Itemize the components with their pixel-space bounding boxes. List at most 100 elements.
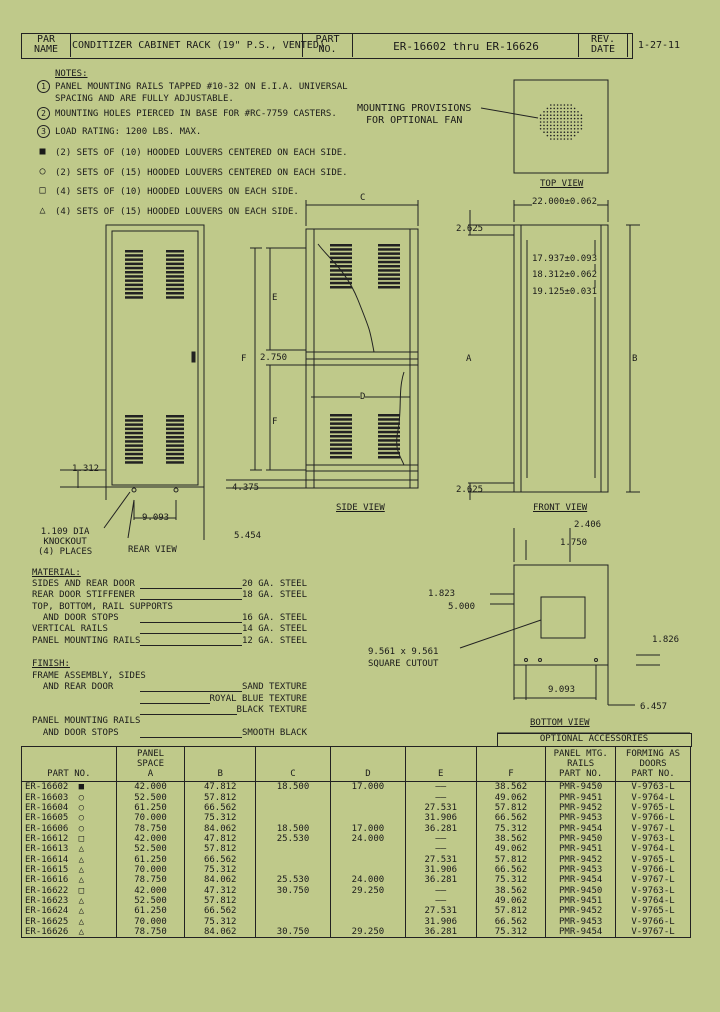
front-view-dim-3: 19.125±0.031 — [532, 287, 598, 297]
table-cell — [255, 895, 331, 907]
louver-slot — [166, 292, 184, 295]
leader-line — [140, 599, 243, 601]
louver-slot — [330, 265, 352, 268]
louver-slot — [166, 431, 184, 435]
table-cell: PMR-9450 — [545, 885, 617, 896]
spec-value: 18 GA. STEEL — [241, 590, 307, 601]
part-no: ER-16625 — [25, 916, 69, 927]
table-cell: 42.000 — [115, 833, 186, 845]
table-cell: —— — [404, 844, 477, 855]
top-view-width-dim: 22.000±0.062 — [532, 197, 598, 207]
louver-slot — [125, 423, 143, 426]
louver-slot — [166, 250, 184, 253]
fan-hole — [553, 124, 555, 127]
fan-hole — [546, 124, 549, 127]
table-cell: 66.562 — [475, 916, 547, 927]
fan-hole — [577, 114, 579, 116]
bottom-view-outline — [513, 564, 609, 666]
table-cell: 75.312 — [184, 916, 257, 927]
square-cutout — [540, 596, 586, 639]
louver-slot — [378, 269, 400, 272]
side-view-letter-e: E — [272, 293, 278, 303]
fan-hole — [556, 114, 559, 116]
table-cell: 61.250 — [115, 802, 186, 814]
table-cell-part-no: ER-16605○ — [21, 813, 117, 824]
fan-hole — [553, 111, 555, 113]
fan-hole — [580, 121, 583, 123]
table-cell — [329, 906, 406, 917]
table-cell: PMR-9451 — [545, 844, 617, 855]
fan-hole — [560, 128, 562, 130]
front-view-letter-b: B — [632, 354, 638, 364]
table-cell — [329, 844, 406, 855]
louver-slot — [378, 286, 400, 289]
table-cell — [329, 792, 406, 803]
fan-hole — [573, 121, 576, 123]
leader-line — [140, 736, 243, 738]
table-cell: V-9765-L — [615, 854, 691, 865]
side-view-letter-f1: F — [241, 354, 247, 364]
fan-hole — [550, 138, 552, 140]
louver-slot — [125, 427, 143, 431]
table-cell — [255, 854, 331, 865]
louver-slot — [378, 435, 400, 438]
louver-slot — [378, 451, 400, 455]
note-text: (4) SETS OF (15) HOODED LOUVERS ON EACH … — [55, 207, 299, 217]
part-no: ER-16614 — [25, 854, 69, 865]
louver-slot — [125, 448, 143, 452]
table-cell: PMR-9452 — [545, 906, 617, 917]
louver-slot — [378, 260, 400, 264]
bottom-dim-5000: 5.000 — [448, 602, 476, 612]
fan-hole — [577, 124, 579, 127]
louver-slot — [330, 456, 352, 459]
louver-slot — [125, 275, 143, 278]
fan-hole — [560, 138, 562, 140]
louver-slot — [166, 271, 184, 274]
fan-hole — [563, 104, 566, 106]
fan-hole — [560, 117, 562, 120]
louver-slot — [330, 273, 352, 276]
fan-hole — [580, 128, 583, 130]
bottom-dim-1826: 1.826 — [652, 635, 680, 645]
fan-hole — [577, 128, 579, 130]
table-cell: 78.750 — [115, 823, 186, 834]
fan-hole — [550, 114, 552, 116]
table-cell: 84.062 — [184, 875, 257, 886]
fan-hole — [550, 134, 552, 137]
table-cell: 70.000 — [115, 916, 186, 927]
table-cell-part-no: ER-16622□ — [21, 885, 117, 896]
louver-slot — [166, 279, 184, 282]
louver-slot — [166, 461, 184, 464]
leader-line — [140, 633, 243, 635]
fan-hole — [577, 121, 579, 123]
louver-slot — [378, 447, 400, 451]
fan-hole — [560, 114, 562, 116]
fan-hole — [573, 114, 576, 116]
fan-hole — [563, 128, 566, 130]
side-view-letter-c: C — [360, 193, 366, 203]
table-header-cell: PART NO. — [21, 746, 117, 782]
louver-symbol: △ — [78, 906, 85, 917]
table-cell-part-no: ER-16624△ — [21, 906, 117, 917]
table-cell: 17.000 — [329, 823, 406, 834]
louver-slot — [378, 256, 400, 260]
fan-hole — [553, 117, 555, 120]
table-cell: 31.906 — [404, 916, 477, 927]
front-view-letter-a: A — [466, 354, 472, 364]
table-cell: 27.531 — [404, 854, 477, 865]
table-cell-part-no: ER-16604○ — [21, 802, 117, 814]
louver-slot — [125, 271, 143, 274]
rear-view-dim-9093: 9.093 — [142, 513, 170, 523]
table-cell: V-9764-L — [615, 844, 691, 855]
bottom-dim-9093: 9.093 — [548, 685, 576, 695]
fan-hole — [573, 128, 576, 130]
table-cell: 24.000 — [329, 833, 406, 845]
fan-hole — [550, 104, 552, 106]
louver-slot — [378, 443, 400, 446]
louver-slot — [378, 456, 400, 459]
fan-hole — [567, 114, 569, 116]
louver-slot — [125, 415, 143, 418]
note-marker: 2 — [37, 107, 50, 120]
